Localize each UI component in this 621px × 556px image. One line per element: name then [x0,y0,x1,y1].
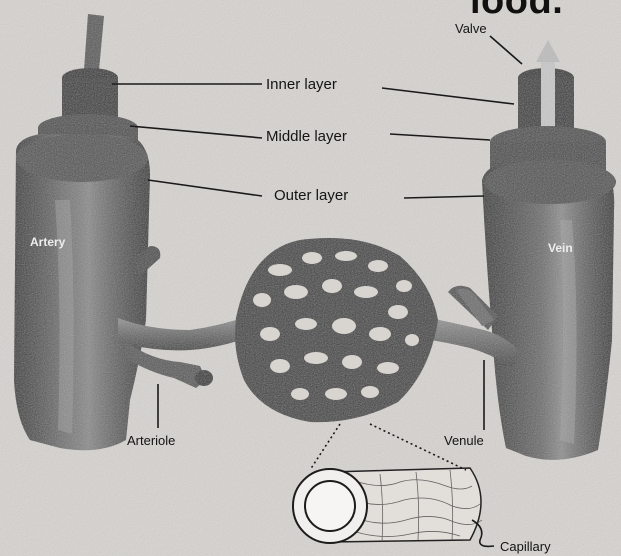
page-title-fragment: lood. [470,0,563,20]
middle-layer-label: Middle layer [266,129,347,144]
capillary-cross-section [293,468,482,543]
venule-label: Venule [444,434,484,447]
capillary-label: Capillary [500,540,551,553]
artery-body-label: Artery [30,235,66,249]
outer-layer-label: Outer layer [274,188,348,203]
vein-body-label: Vein [548,241,573,255]
arteriole-label: Arteriole [127,434,175,447]
valve-label: Valve [455,22,487,35]
inner-layer-label: Inner layer [266,77,337,92]
